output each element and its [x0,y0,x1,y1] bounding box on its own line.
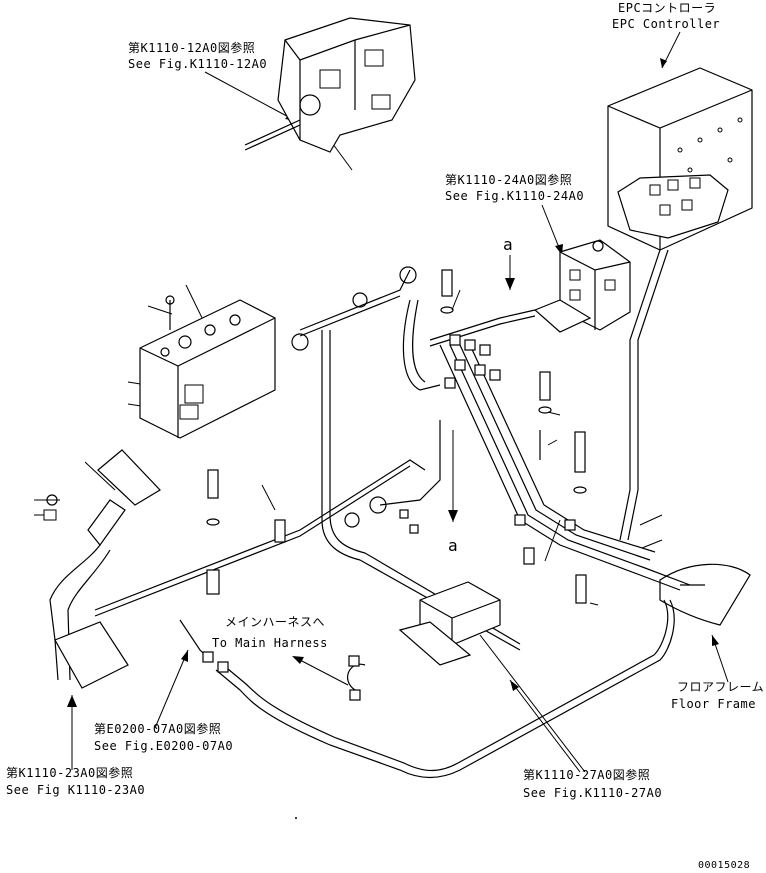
dot-mark [295,817,297,819]
ref-12a0-label-en: See Fig.K1110-12A0 [128,57,267,71]
connectors [202,266,576,701]
ref-07a0-label-en: See Fig.E0200-07A0 [94,739,233,753]
ref-12a0-label-jp: 第K1110-12A0図参照 [128,40,255,55]
epc-controller-label-en: EPC Controller [612,17,720,31]
switch-box [139,295,276,439]
relay-bracket [533,239,631,333]
lever-assembly [43,449,161,689]
ref-23a0-label-jp: 第K1110-23A0図参照 [6,765,133,780]
main-harness-label-en: To Main Harness [212,636,328,650]
view-a-top-label: a [503,235,513,254]
epc-controller [607,67,753,251]
top-bracket-assembly [244,17,416,153]
ref-24a0-label-en: See Fig.K1110-24A0 [445,189,584,203]
ref-27a0-label-en: See Fig.K1110-27A0 [523,786,662,800]
fasteners [206,269,587,604]
view-a-bottom-label: a [448,536,458,555]
floor-frame [659,563,751,626]
harness-wires [94,249,691,779]
main-harness-label-jp: メインハーネスへ [225,615,325,629]
ref-07a0-label-jp: 第E0200-07A0図参照 [94,721,221,736]
drawing-number: 00015028 [698,860,750,871]
control-unit [398,581,501,666]
ref-27a0-label-jp: 第K1110-27A0図参照 [523,767,650,782]
floor-frame-label-en: Floor Frame [671,697,756,711]
epc-controller-label-jp: EPCコントローラ [618,1,716,15]
ref-23a0-label-en: See Fig K1110-23A0 [6,783,145,797]
floor-frame-label-jp: フロアフレーム [677,680,764,694]
ref-24a0-label-jp: 第K1110-24A0図参照 [445,172,572,187]
